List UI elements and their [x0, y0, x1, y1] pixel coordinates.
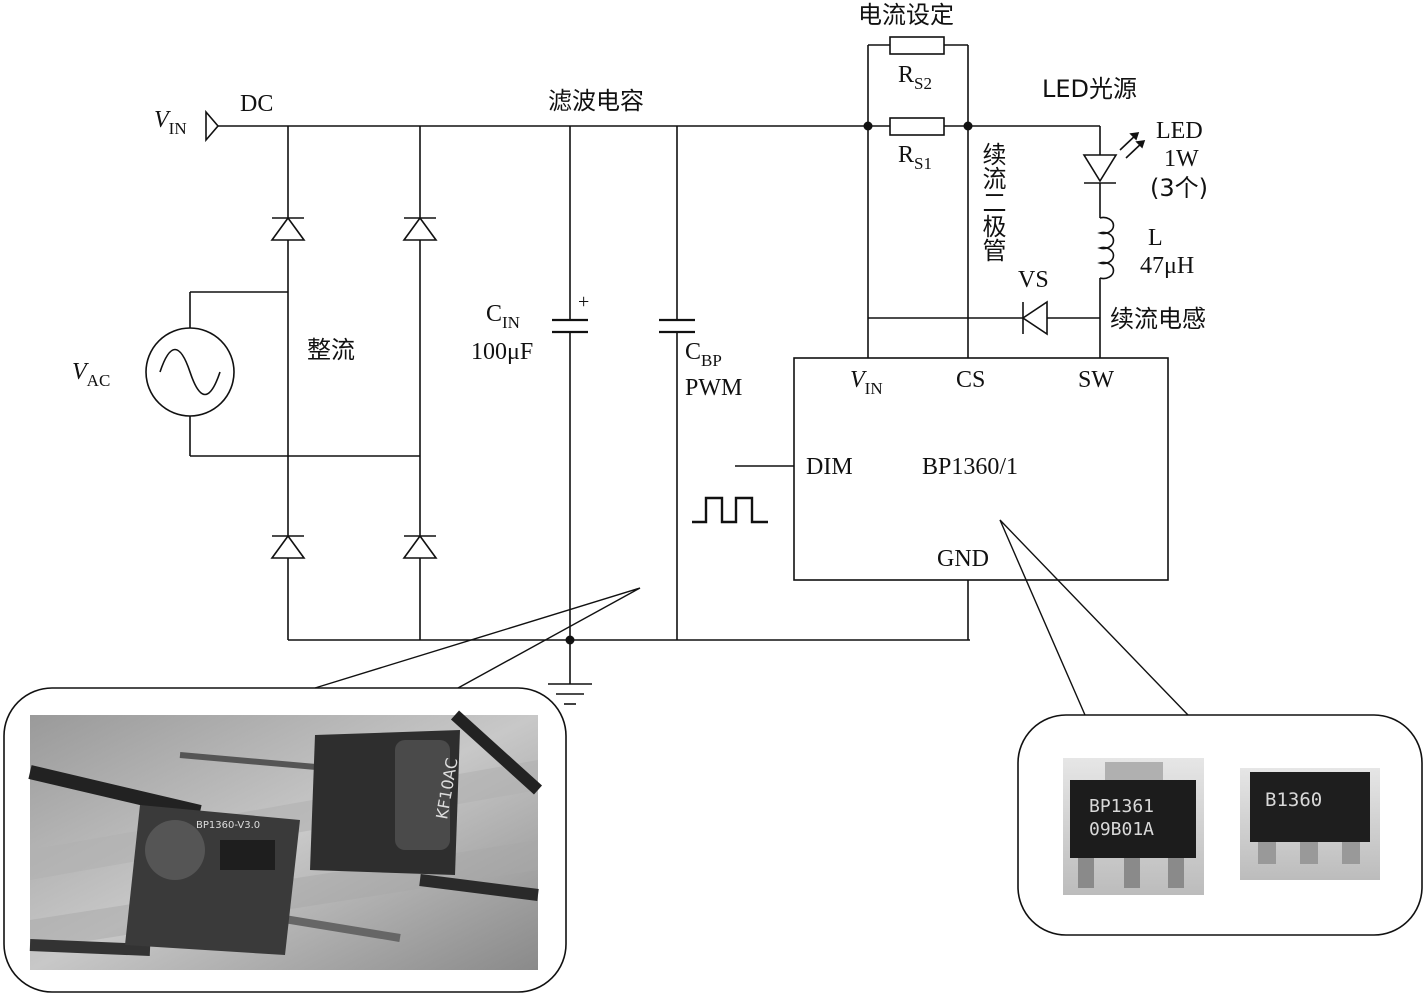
board-print-label: BP1360-V3.0 [196, 820, 260, 831]
resistor-rs2 [889, 36, 945, 55]
cin-plus: + [578, 291, 590, 313]
current-setting-label: 电流设定 [858, 1, 954, 29]
inductor-label: L [1148, 225, 1163, 251]
ic-name: BP1360/1 [922, 454, 1019, 480]
junctions [565, 121, 973, 645]
filter-cap-label: 滤波电容 [548, 87, 644, 115]
inductor-value: 47μH [1140, 253, 1195, 279]
freewheel-inductor-label: 续流电感 [1110, 305, 1206, 333]
rs2-label: RS2 [898, 62, 932, 93]
ic-pin-sw: SW [1078, 367, 1114, 393]
bridge-diode [402, 534, 438, 559]
ic-pin-vin: VIN [850, 367, 883, 398]
ic-body [793, 357, 1169, 581]
resistor-rs1 [889, 117, 945, 136]
freewheel-diode [1021, 300, 1048, 336]
ic-pin-cs: CS [956, 367, 986, 393]
ic-pin-dim: DIM [806, 454, 853, 480]
wires [189, 44, 1101, 705]
chip2-marking: B1360 [1265, 789, 1322, 811]
freewheel-diode-label: 续流二极管 [978, 142, 1006, 262]
components [145, 36, 1169, 581]
bridge-diode [402, 216, 438, 241]
bridge-diode [270, 216, 306, 241]
rectifier-label: 整流 [307, 336, 355, 364]
inductor [1097, 216, 1115, 280]
rs1-label: RS1 [898, 142, 932, 173]
led-diode [1082, 154, 1118, 183]
bridge-diode [270, 534, 306, 559]
cin-value: 100μF [471, 339, 534, 365]
chip-photo: BP1361 09B01A B1360 [1063, 758, 1380, 895]
vac-label: VAC [72, 359, 111, 390]
dc-label: DC [240, 91, 274, 117]
chip-photo-callout [1017, 714, 1423, 936]
cbp-label: CBP [685, 339, 722, 370]
led-name-label: LED [1156, 118, 1203, 144]
cbp-pwm-label: PWM [685, 375, 743, 401]
led-source-label: LED光源 [1042, 75, 1138, 103]
module-photo: BP1360-V3.0 KF10AC [28, 710, 543, 970]
vs-label: VS [1018, 267, 1049, 293]
module-photo-callout [3, 687, 567, 993]
led-count-label: (3个) [1150, 174, 1208, 202]
led-power-label: 1W [1164, 146, 1199, 172]
vin-label: VIN [154, 107, 187, 138]
cin-label: CIN [486, 301, 520, 332]
chip1-marking-1: BP1361 [1089, 796, 1154, 817]
ic-pin-gnd: GND [937, 546, 989, 572]
chip1-marking-2: 09B01A [1089, 819, 1154, 840]
